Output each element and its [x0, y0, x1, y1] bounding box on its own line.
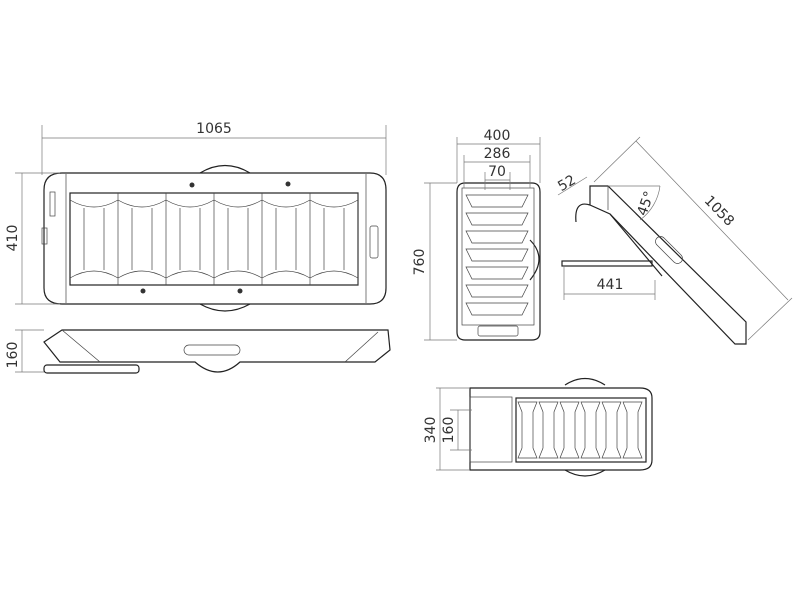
folded-view: 340 160	[423, 377, 653, 477]
step-tread	[117, 193, 167, 285]
step-tread	[517, 401, 538, 459]
support-leg	[561, 260, 653, 267]
step-tread	[213, 193, 263, 285]
dim-52: 52	[555, 172, 578, 195]
front-view: 400 286 70 760	[412, 128, 541, 341]
paw-print-icon	[140, 181, 291, 294]
step-treads	[69, 193, 359, 285]
side-handle	[183, 344, 241, 356]
step-tread	[465, 248, 529, 262]
angled-view: 45° 52 1058 441	[555, 136, 793, 345]
dim-760: 760	[412, 249, 428, 276]
side-view: 160	[5, 329, 391, 374]
dim-441: 441	[597, 277, 624, 293]
support-bar	[43, 364, 140, 374]
step-tread	[538, 401, 559, 459]
front-steps	[465, 194, 529, 316]
dim-160-side: 160	[5, 342, 21, 369]
dim-160-folded: 160	[441, 417, 457, 444]
folded-handle	[469, 396, 513, 463]
step-tread	[69, 193, 119, 285]
label-right	[369, 225, 379, 259]
dim-340: 340	[423, 417, 439, 444]
step-tread	[465, 284, 529, 298]
dim-286: 286	[484, 146, 511, 162]
step-tread	[559, 401, 580, 459]
step-tread	[165, 193, 215, 285]
dim-400: 400	[484, 128, 511, 144]
front-label	[477, 325, 519, 337]
step-tread	[465, 230, 529, 244]
step-tread	[465, 194, 529, 208]
step-tread	[601, 401, 622, 459]
step-tread	[465, 266, 529, 280]
hinge-disc	[199, 164, 251, 312]
step-tread	[465, 212, 529, 226]
step-tread	[580, 401, 601, 459]
step-tread	[622, 401, 643, 459]
hook	[575, 203, 591, 223]
label-left	[49, 191, 56, 217]
dim-70: 70	[488, 164, 506, 180]
dim-410: 410	[5, 225, 21, 252]
top-view: 1065 410	[5, 121, 387, 312]
step-tread	[261, 193, 311, 285]
dim-1065: 1065	[196, 121, 232, 137]
folded-steps	[517, 401, 643, 459]
dim-45-degree: 45°	[634, 189, 658, 218]
dim-1058: 1058	[701, 193, 737, 230]
step-tread	[309, 193, 359, 285]
step-tread	[465, 302, 529, 316]
ramp-outline	[43, 172, 387, 305]
handle	[41, 227, 48, 245]
